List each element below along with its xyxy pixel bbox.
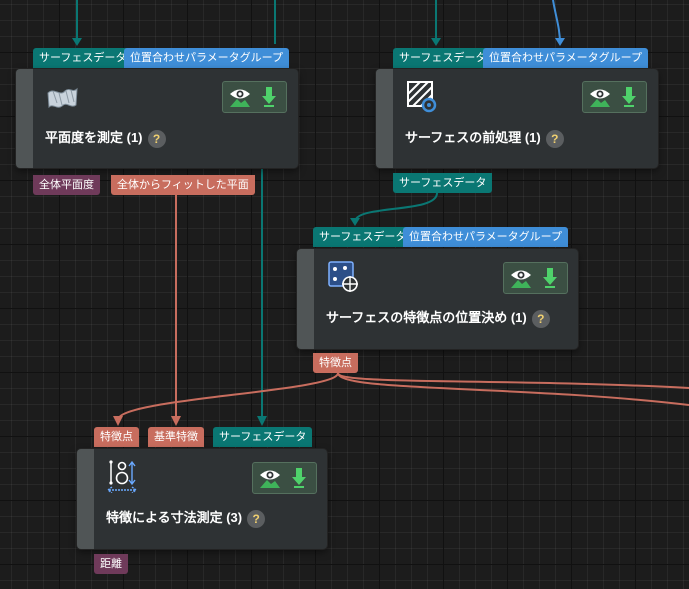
wire-arrow	[431, 38, 441, 46]
node-actions	[582, 81, 647, 113]
node-title: サーフェスの前処理 (1)	[405, 130, 541, 145]
wire-features-to-measure[interactable]	[117, 372, 339, 421]
input-port-align-params[interactable]: 位置合わせパラメータグループ	[403, 227, 569, 247]
help-icon[interactable]: ?	[247, 509, 266, 528]
node-title: 平面度を測定 (1)	[45, 130, 143, 145]
node-title-row: 特徴による寸法測定 (3)?	[106, 507, 266, 528]
help-icon[interactable]: ?	[531, 309, 550, 328]
input-port-surface-data[interactable]: サーフェスデータ	[313, 227, 413, 247]
wire-arrow	[555, 38, 565, 46]
surface-preprocess-icon	[407, 81, 437, 113]
wire-arrow	[350, 218, 360, 226]
output-port-feature-points[interactable]: 特徴点	[313, 353, 358, 373]
help-icon[interactable]: ?	[147, 129, 166, 148]
node-title: サーフェスの特徴点の位置決め (1)	[326, 310, 527, 325]
visibility-eye-icon[interactable]	[589, 87, 611, 107]
download-arrow-icon[interactable]	[621, 87, 637, 107]
node-measure-flatness[interactable]: 平面度を測定 (1)?	[16, 69, 298, 168]
dimension-measure-icon	[106, 460, 138, 493]
input-port-feature-points[interactable]: 特徴点	[94, 427, 139, 447]
wire-features-out-1[interactable]	[337, 372, 689, 389]
wire-features-out-2[interactable]	[337, 372, 689, 406]
visibility-eye-icon[interactable]	[510, 268, 532, 288]
node-measure-by-features[interactable]: 特徴による寸法測定 (3)?	[77, 449, 327, 549]
node-title-row: 平面度を測定 (1)?	[45, 127, 166, 148]
wire-into-preprocess-params[interactable]	[552, 0, 561, 45]
download-arrow-icon[interactable]	[542, 268, 558, 288]
node-title-row: サーフェスの特徴点の位置決め (1)?	[326, 307, 550, 328]
node-locate-feature-points[interactable]: サーフェスの特徴点の位置決め (1)?	[297, 249, 578, 349]
node-stripe	[376, 69, 393, 168]
node-actions	[222, 81, 287, 113]
node-surface-preprocess[interactable]: サーフェスの前処理 (1)?	[376, 69, 658, 168]
node-actions	[503, 262, 568, 294]
node-stripe	[16, 69, 33, 168]
wire-arrow	[72, 38, 82, 46]
node-title: 特徴による寸法測定 (3)	[106, 510, 243, 525]
flatness-surface-icon	[47, 87, 78, 109]
visibility-eye-icon[interactable]	[259, 468, 281, 488]
input-port-reference-feature[interactable]: 基準特徴	[148, 427, 204, 447]
help-icon[interactable]: ?	[545, 129, 564, 148]
wire-arrow	[257, 416, 267, 426]
output-port-fitted-plane[interactable]: 全体からフィットした平面	[111, 175, 255, 195]
visibility-eye-icon[interactable]	[229, 87, 251, 107]
input-port-align-params[interactable]: 位置合わせパラメータグループ	[483, 48, 649, 68]
node-stripe	[77, 449, 94, 549]
download-arrow-icon[interactable]	[291, 468, 307, 488]
wire-arrow	[113, 416, 123, 426]
node-actions	[252, 462, 317, 494]
output-port-overall-flatness[interactable]: 全体平面度	[33, 175, 100, 195]
wire-arrow	[171, 416, 181, 426]
input-port-surface-data[interactable]: サーフェスデータ	[393, 48, 493, 68]
output-port-distance[interactable]: 距離	[94, 554, 128, 574]
feature-locate-icon	[328, 261, 358, 292]
output-port-surface-data[interactable]: サーフェスデータ	[393, 173, 493, 193]
wire-preprocess-to-locate[interactable]	[354, 192, 438, 223]
input-port-surface-data[interactable]: サーフェスデータ	[213, 427, 313, 447]
input-port-align-params[interactable]: 位置合わせパラメータグループ	[124, 48, 290, 68]
input-port-surface-data[interactable]: サーフェスデータ	[33, 48, 133, 68]
node-title-row: サーフェスの前処理 (1)?	[405, 127, 564, 148]
download-arrow-icon[interactable]	[261, 87, 277, 107]
node-stripe	[297, 249, 314, 349]
